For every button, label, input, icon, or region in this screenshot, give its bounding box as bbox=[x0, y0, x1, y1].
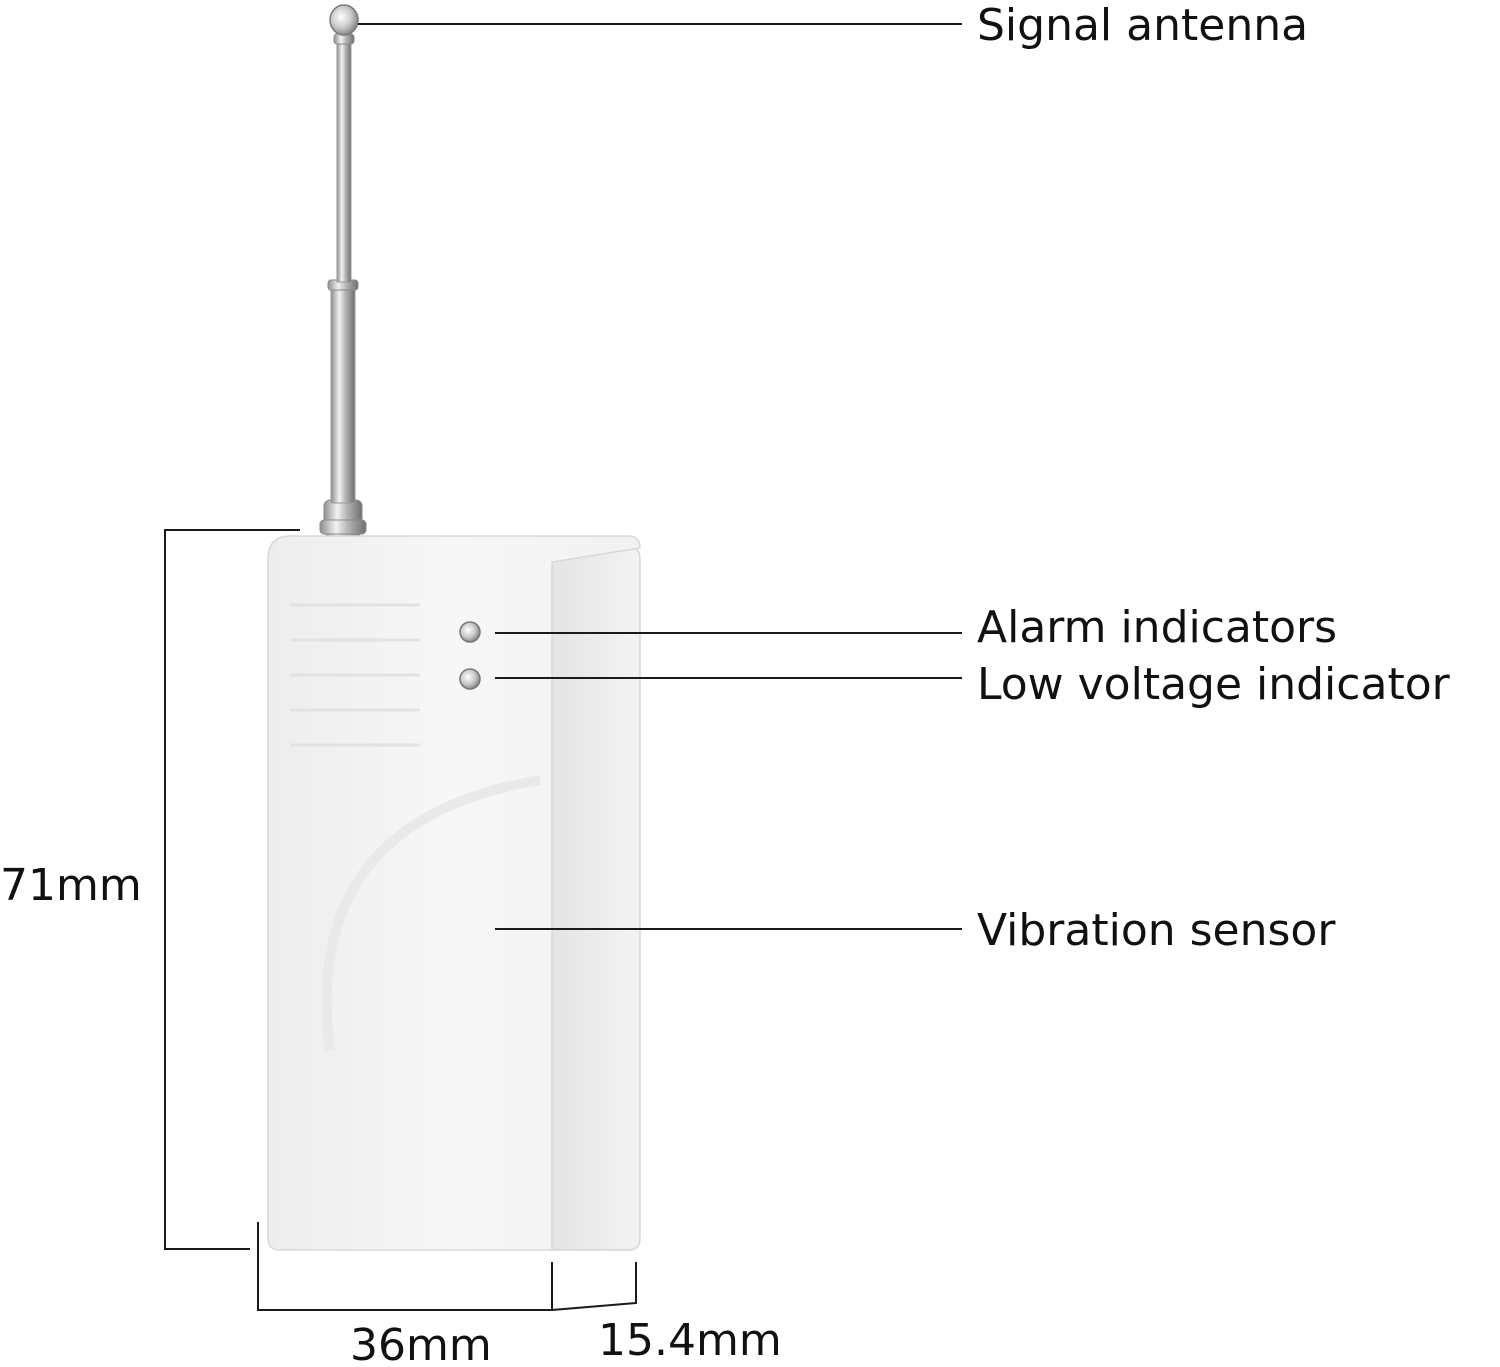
low-voltage-led bbox=[459, 668, 481, 690]
alarm-indicators-label: Alarm indicators bbox=[977, 602, 1337, 653]
height-dimension-label: 71mm bbox=[0, 860, 142, 911]
depth-dimension-line bbox=[551, 1262, 637, 1311]
alarm-indicator-led bbox=[459, 621, 481, 643]
height-dimension-line bbox=[164, 529, 300, 1250]
width-dimension-label: 36mm bbox=[350, 1320, 492, 1367]
sensor-housing bbox=[267, 535, 641, 1251]
width-dimension-line bbox=[257, 1222, 553, 1311]
antenna bbox=[319, 4, 367, 537]
low-voltage-indicator-label: Low voltage indicator bbox=[977, 659, 1451, 710]
vibration-sensor-label: Vibration sensor bbox=[977, 905, 1336, 956]
depth-dimension-label: 15.4mm bbox=[598, 1315, 782, 1366]
antenna-label: Signal antenna bbox=[977, 0, 1308, 51]
